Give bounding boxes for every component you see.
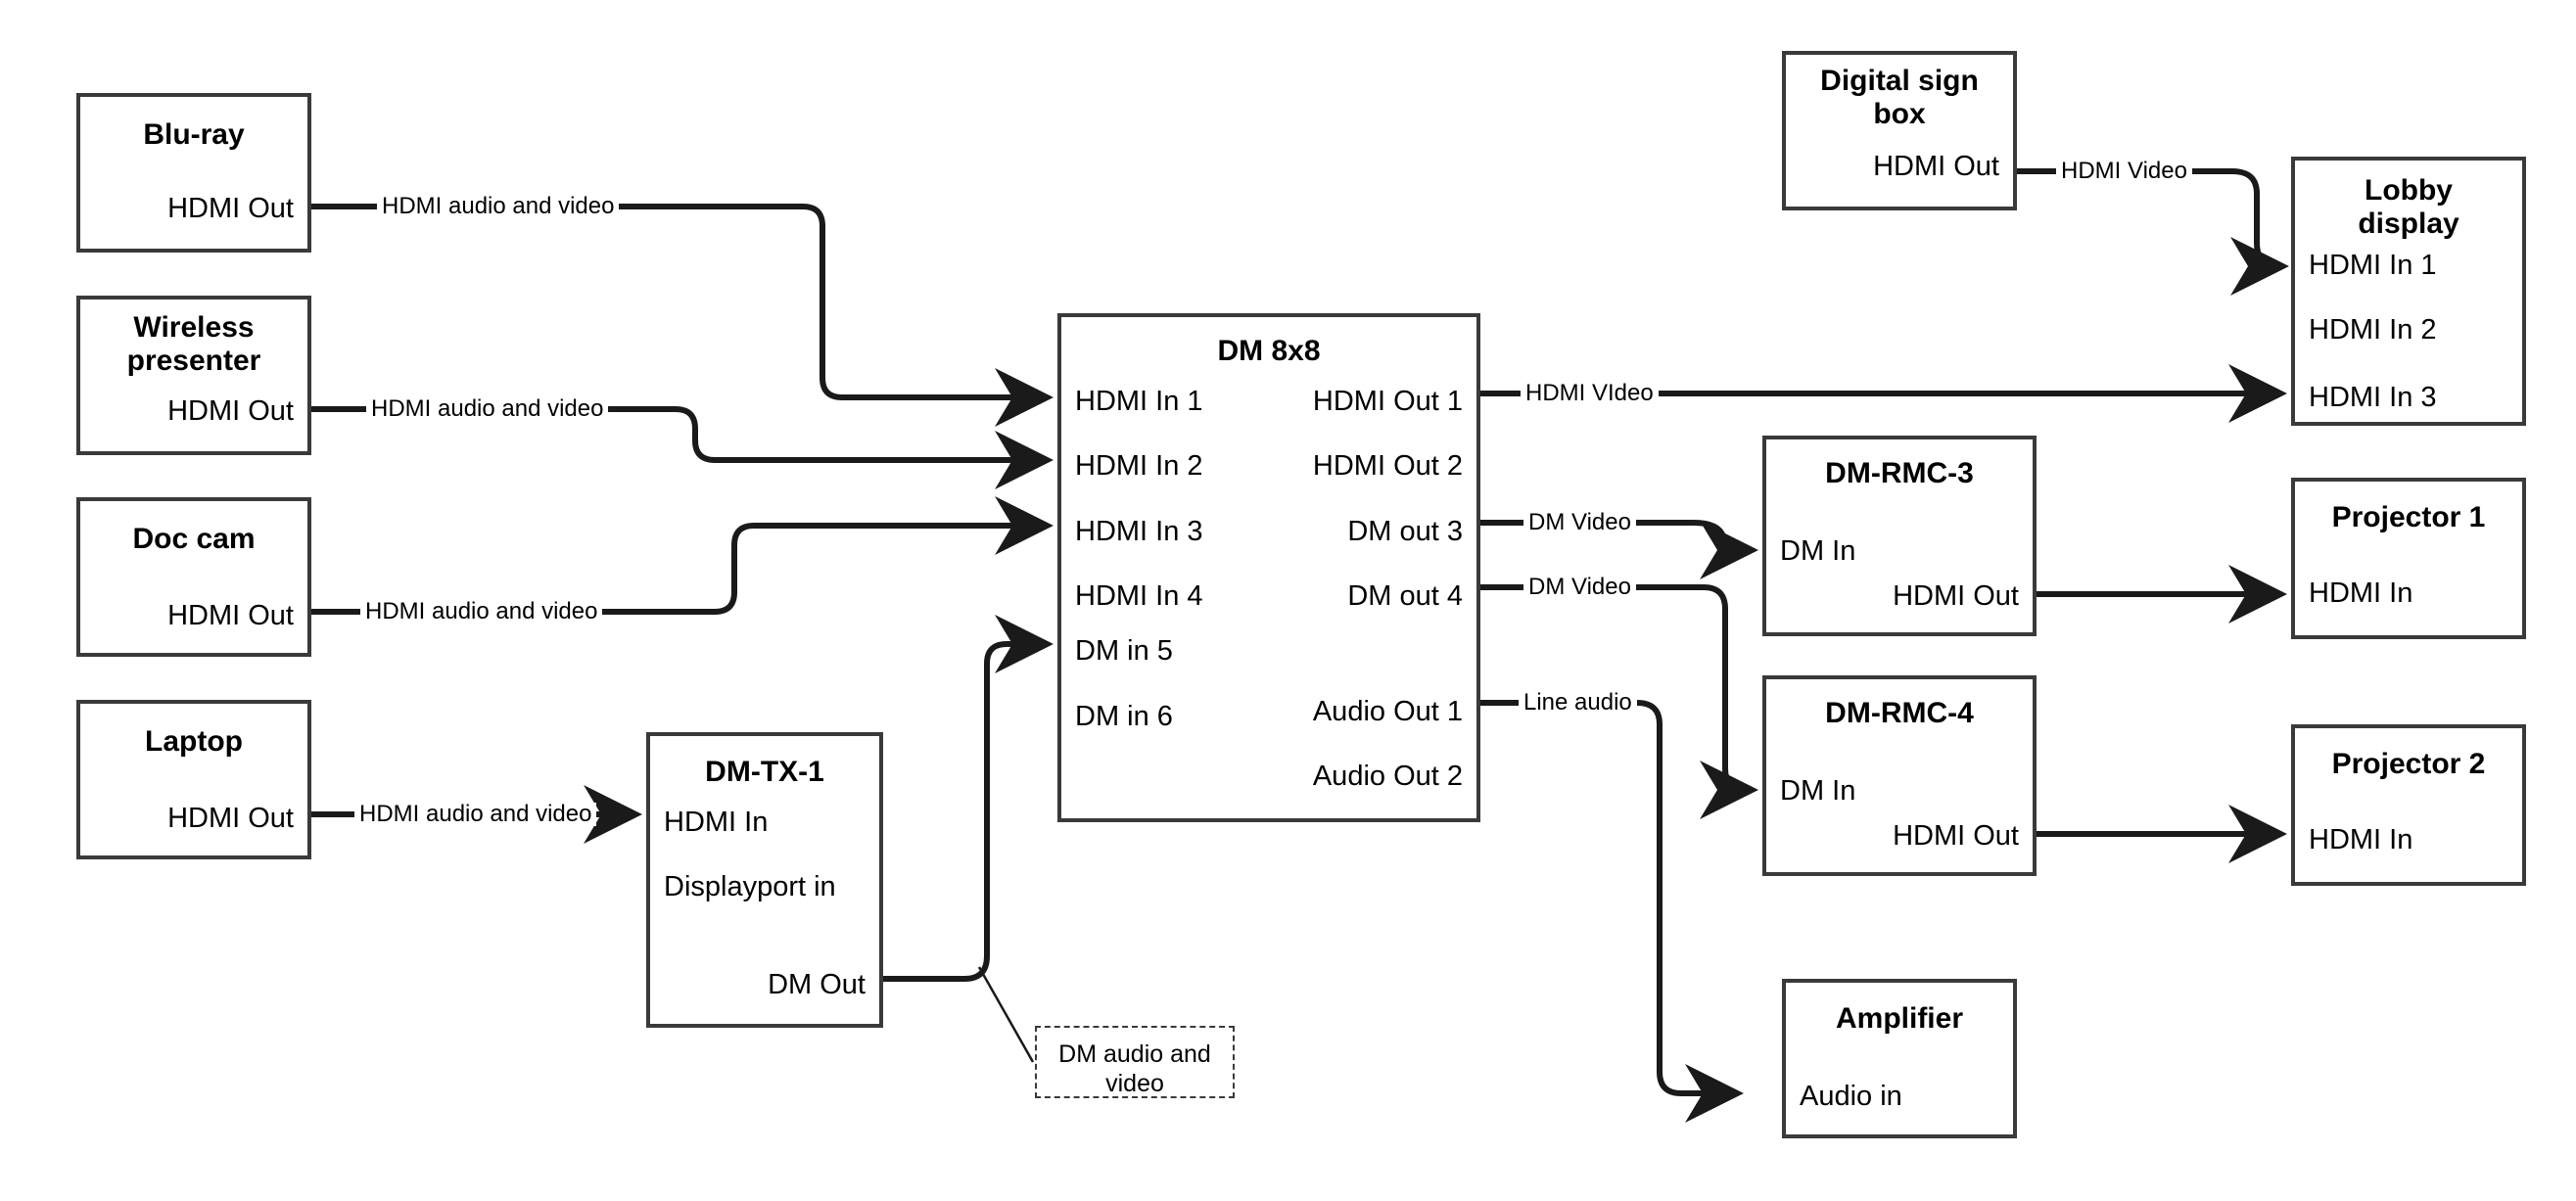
port-dm-8x8-hdmi-in-3[interactable]: HDMI In 3 (1075, 516, 1203, 547)
wire-label-dm-video-4: DM Video (1523, 576, 1636, 599)
wire-label-line-audio: Line audio (1519, 691, 1637, 715)
port-bluray-hdmi-out[interactable]: HDMI Out (167, 193, 294, 224)
node-projector-1[interactable]: Projector 1 HDMI In (2291, 478, 2526, 639)
node-doc-cam-title: Doc cam (132, 523, 256, 555)
port-dm-tx-1-displayport-in[interactable]: Displayport in (664, 871, 836, 902)
port-dm-rmc-4-dm-in[interactable]: DM In (1780, 775, 1856, 807)
wire-label-hdmi-video-out1: HDMI VIdeo (1521, 382, 1659, 405)
wire-label-dm-video-3: DM Video (1523, 511, 1636, 534)
node-dm-rmc-3-title: DM-RMC-3 (1825, 457, 1974, 489)
node-bluray-title: Blu-ray (143, 118, 245, 151)
port-dm-tx-1-dm-out[interactable]: DM Out (768, 969, 866, 1000)
wire-label-bluray: HDMI audio and video (377, 195, 620, 218)
port-dm-8x8-dm-out-3[interactable]: DM out 3 (1347, 516, 1463, 547)
port-projector-1-hdmi-in[interactable]: HDMI In (2309, 577, 2413, 609)
port-lobby-display-hdmi-in-1[interactable]: HDMI In 1 (2309, 250, 2437, 281)
port-dm-8x8-hdmi-out-1[interactable]: HDMI Out 1 (1312, 386, 1463, 417)
node-dm-8x8[interactable]: DM 8x8 HDMI In 1 HDMI In 2 HDMI In 3 HDM… (1057, 313, 1480, 822)
wire-audioout1-to-amplifier (1480, 700, 1744, 1123)
node-doc-cam[interactable]: Doc cam HDMI Out (76, 497, 311, 657)
wire-bluray-to-hdmi-in1 (311, 204, 1054, 427)
node-laptop-title: Laptop (145, 725, 243, 758)
node-dm-rmc-3[interactable]: DM-RMC-3 DM In HDMI Out (1762, 436, 2037, 636)
port-dm-8x8-dm-in-6[interactable]: DM in 6 (1075, 701, 1173, 732)
port-dm-8x8-audio-out-2[interactable]: Audio Out 2 (1312, 761, 1463, 792)
node-dm-tx-1[interactable]: DM-TX-1 HDMI In Displayport in DM Out (646, 732, 883, 1028)
node-digital-sign-box[interactable]: Digital sign box HDMI Out (1782, 51, 2017, 210)
node-wireless-presenter-title-line1: Wireless (133, 311, 255, 344)
port-dm-8x8-dm-in-5[interactable]: DM in 5 (1075, 635, 1173, 667)
node-digital-sign-box-title-line2: box (1873, 98, 1926, 130)
port-dm-8x8-hdmi-in-2[interactable]: HDMI In 2 (1075, 450, 1203, 482)
note-dm-audio-and-video-line1: DM audio and (1058, 1040, 1211, 1068)
wire-label-laptop: HDMI audio and video (354, 803, 597, 826)
port-dm-8x8-audio-out-1[interactable]: Audio Out 1 (1312, 696, 1463, 727)
node-wireless-presenter[interactable]: Wireless presenter HDMI Out (76, 296, 311, 455)
port-dm-rmc-3-dm-in[interactable]: DM In (1780, 535, 1856, 567)
node-lobby-display-title-line2: display (2358, 208, 2459, 240)
port-wireless-presenter-hdmi-out[interactable]: HDMI Out (167, 395, 294, 427)
node-amplifier[interactable]: Amplifier Audio in (1782, 979, 2017, 1138)
node-dm-tx-1-title: DM-TX-1 (705, 756, 824, 788)
port-dm-rmc-3-hdmi-out[interactable]: HDMI Out (1893, 580, 2019, 612)
wire-leader-to-dm-note (977, 966, 1035, 1063)
wire-label-hdmi-video-sign: HDMI Video (2056, 160, 2192, 183)
port-dm-8x8-dm-out-4[interactable]: DM out 4 (1347, 580, 1463, 612)
port-dm-rmc-4-hdmi-out[interactable]: HDMI Out (1893, 820, 2019, 852)
node-projector-1-title: Projector 1 (2331, 501, 2486, 533)
node-laptop[interactable]: Laptop HDMI Out (76, 700, 311, 859)
port-lobby-display-hdmi-in-2[interactable]: HDMI In 2 (2309, 314, 2437, 346)
node-lobby-display-title-line1: Lobby (2365, 174, 2453, 207)
note-dm-audio-and-video: DM audio and video (1035, 1026, 1235, 1098)
node-dm-rmc-4[interactable]: DM-RMC-4 DM In HDMI Out (1762, 675, 2037, 876)
port-dm-tx-1-hdmi-in[interactable]: HDMI In (664, 807, 769, 838)
node-bluray[interactable]: Blu-ray HDMI Out (76, 93, 311, 253)
port-dm-8x8-hdmi-out-2[interactable]: HDMI Out 2 (1312, 450, 1463, 482)
node-digital-sign-box-title-line1: Digital sign (1820, 65, 1979, 97)
port-lobby-display-hdmi-in-3[interactable]: HDMI In 3 (2309, 382, 2437, 413)
port-laptop-hdmi-out[interactable]: HDMI Out (167, 803, 294, 834)
node-amplifier-title: Amplifier (1835, 1002, 1964, 1035)
node-dm-rmc-4-title: DM-RMC-4 (1825, 697, 1974, 729)
port-doc-cam-hdmi-out[interactable]: HDMI Out (167, 600, 294, 631)
wire-dmtx1-to-dm-in5 (883, 615, 1054, 982)
port-projector-2-hdmi-in[interactable]: HDMI In (2309, 824, 2413, 855)
node-lobby-display[interactable]: Lobby display HDMI In 1 HDMI In 2 HDMI I… (2291, 157, 2526, 426)
node-dm-8x8-title: DM 8x8 (1217, 335, 1321, 367)
note-dm-audio-and-video-line2: video (1105, 1070, 1164, 1097)
port-digital-sign-box-hdmi-out[interactable]: HDMI Out (1873, 151, 1999, 182)
node-wireless-presenter-title-line2: presenter (126, 345, 261, 377)
port-dm-8x8-hdmi-in-4[interactable]: HDMI In 4 (1075, 580, 1203, 612)
port-dm-8x8-hdmi-in-1[interactable]: HDMI In 1 (1075, 386, 1203, 417)
wire-label-doccam: HDMI audio and video (360, 600, 603, 624)
wire-label-wireless: HDMI audio and video (366, 397, 609, 421)
wire-sign-to-lobby-hdmi-in1 (2017, 168, 2289, 296)
port-amplifier-audio-in[interactable]: Audio in (1800, 1081, 1902, 1112)
node-projector-2-title: Projector 2 (2331, 748, 2486, 780)
node-projector-2[interactable]: Projector 2 HDMI In (2291, 724, 2526, 886)
